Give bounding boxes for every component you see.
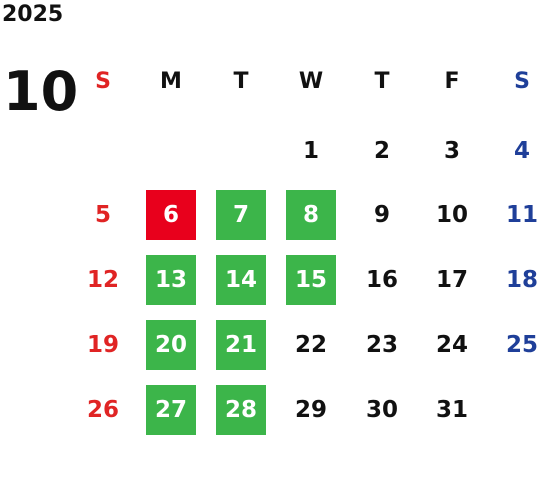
day-cell-2[interactable]: 2: [373, 138, 390, 164]
day-cell-13[interactable]: 13: [146, 255, 196, 305]
day-cell-16[interactable]: 16: [365, 267, 398, 293]
weekday-header-wed: W: [298, 68, 324, 94]
day-cell-31[interactable]: 31: [435, 397, 468, 423]
year-label: 2025: [2, 2, 64, 27]
day-cell-14[interactable]: 14: [216, 255, 266, 305]
day-cell-6[interactable]: 6: [146, 190, 196, 240]
weekday-header-thu: T: [374, 68, 390, 94]
day-cell-28[interactable]: 28: [216, 385, 266, 435]
day-cell-8[interactable]: 8: [286, 190, 336, 240]
weekday-header-fri: F: [444, 68, 460, 94]
day-cell-29[interactable]: 29: [294, 397, 327, 423]
weekday-header-mon: M: [160, 68, 182, 94]
weekday-header-sun: S: [95, 68, 111, 94]
day-cell-1[interactable]: 1: [302, 138, 319, 164]
day-cell-12[interactable]: 12: [86, 267, 119, 293]
day-cell-10[interactable]: 10: [435, 202, 468, 228]
weekday-header-tue: T: [233, 68, 249, 94]
day-cell-15[interactable]: 15: [286, 255, 336, 305]
day-cell-25[interactable]: 25: [505, 332, 538, 358]
day-cell-18[interactable]: 18: [505, 267, 538, 293]
day-cell-22[interactable]: 22: [294, 332, 327, 358]
day-cell-7[interactable]: 7: [216, 190, 266, 240]
day-cell-5[interactable]: 5: [94, 202, 111, 228]
day-cell-21[interactable]: 21: [216, 320, 266, 370]
day-cell-19[interactable]: 19: [86, 332, 119, 358]
day-cell-9[interactable]: 9: [373, 202, 390, 228]
day-cell-24[interactable]: 24: [435, 332, 468, 358]
day-cell-4[interactable]: 4: [513, 138, 530, 164]
day-cell-26[interactable]: 26: [86, 397, 119, 423]
day-cell-20[interactable]: 20: [146, 320, 196, 370]
weekday-header-sat: S: [514, 68, 530, 94]
day-cell-11[interactable]: 11: [505, 202, 538, 228]
day-cell-17[interactable]: 17: [435, 267, 468, 293]
day-cell-30[interactable]: 30: [365, 397, 398, 423]
day-cell-3[interactable]: 3: [443, 138, 460, 164]
month-label: 10: [3, 60, 79, 123]
day-cell-27[interactable]: 27: [146, 385, 196, 435]
day-cell-23[interactable]: 23: [365, 332, 398, 358]
